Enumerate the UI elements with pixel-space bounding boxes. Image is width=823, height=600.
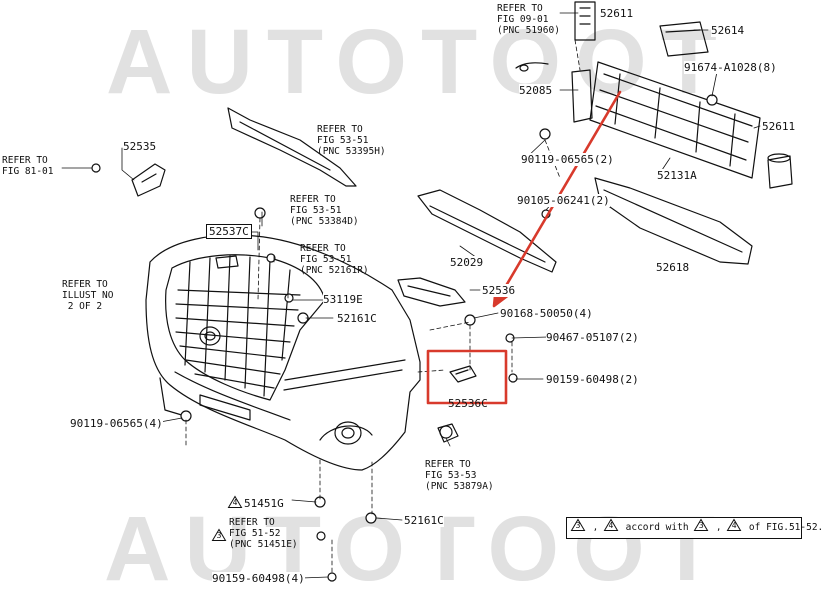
legend-mark-4b-icon: 4 [726,518,742,531]
part-label-52131a: 52131A [657,169,697,182]
triangle-mark-3-icon: 4 [227,495,243,508]
part-label-90159-low: 90159-60498(4) [212,572,305,585]
legend-box: 3 , 4 accord with 3 , 4 of FIG.51-52. [566,517,823,539]
part-label-52614: 52614 [711,24,745,37]
part-label-52618: 52618 [656,261,690,274]
part-label-52611-top: 52611 [600,7,634,20]
part-label-52161c-mid: 52161C [337,312,377,325]
part-label-90467: 90467-05107(2) [546,331,639,344]
part-label-52029: 52029 [450,256,484,269]
legend-mark-3-icon: 3 [570,518,586,531]
part-label-52611-right: 52611 [762,120,796,133]
bracket-52536c-illustration [449,365,477,383]
parts-drawing [61,1,793,582]
dashed-alignment-lines [185,39,581,576]
triangle-mark-ref-icon: 3 [211,528,227,541]
bumper-cover-illustration [145,234,421,471]
clip-52537c-illustration [215,255,239,269]
ref-fig-51-52-text: REFER TO FIG 51-52 (PNC 51451E) [229,517,298,550]
ref-fig-53-51-53395h: REFER TO FIG 53-51 (PNC 53395H) [317,124,386,157]
ref-fig-53-51-52161r: REFER TO FIG 53-51 (PNC 52161R) [300,243,369,276]
legend-mark-3b-icon: 3 [693,518,709,531]
part-label-90119-lower: 90119-06565(4) [70,417,163,430]
part-label-90119-upper: 90119-06565(2) [521,153,614,166]
part-label-90105: 90105-06241(2) [517,194,610,207]
part-label-91674: 91674-A1028(8) [684,61,777,74]
fasteners-illustration [91,62,718,582]
legend-mark-4-icon: 4 [603,518,619,531]
part-label-51451g-text: 51451G [244,497,284,510]
part-label-52535: 52535 [123,140,157,153]
part-label-90159-mid: 90159-60498(2) [546,373,639,386]
part-label-52085: 52085 [519,84,553,97]
legend-text-accord: accord with [625,522,689,533]
ref-fig-53-51-53384d: REFER TO FIG 53-51 (PNC 53384D) [290,194,359,227]
part-label-52536c: 52536C [448,397,488,410]
side-bracket-52536-illustration [397,277,466,307]
part-label-90168: 90168-50050(4) [500,307,593,320]
ref-illust-2-of-2: REFER TO ILLUST NO 2 OF 2 [62,279,114,312]
ref-fig-81-01: REFER TO FIG 81-01 [2,155,54,177]
upper-support-illustration [227,107,357,187]
energy-absorber-illustration [594,177,753,265]
ref-fig-09-01: REFER TO FIG 09-01 (PNC 51960) [497,3,560,36]
part-label-52537c: 52537C [206,224,252,239]
legend-text-fig: of FIG.51-52. [748,522,823,533]
bumper-reinforcement-illustration [571,1,761,179]
highlight-callout [426,90,622,405]
part-label-53119e: 53119E [323,293,363,306]
ref-fig-53-53: REFER TO FIG 53-53 (PNC 53879A) [425,459,494,492]
bracket-52535-illustration [131,163,166,197]
ref-fig-51-52: 3 REFER TO FIG 51-52 (PNC 51451E) [211,517,298,561]
bracket-lower-right-illustration [437,423,459,443]
cap-52611-illustration [767,153,793,189]
part-label-52161c-low: 52161C [404,514,444,527]
part-label-52536: 52536 [482,284,516,297]
watermark-top: AUTOTOOT [106,11,731,113]
leader-lines [61,12,761,579]
highlight-box [426,349,508,405]
